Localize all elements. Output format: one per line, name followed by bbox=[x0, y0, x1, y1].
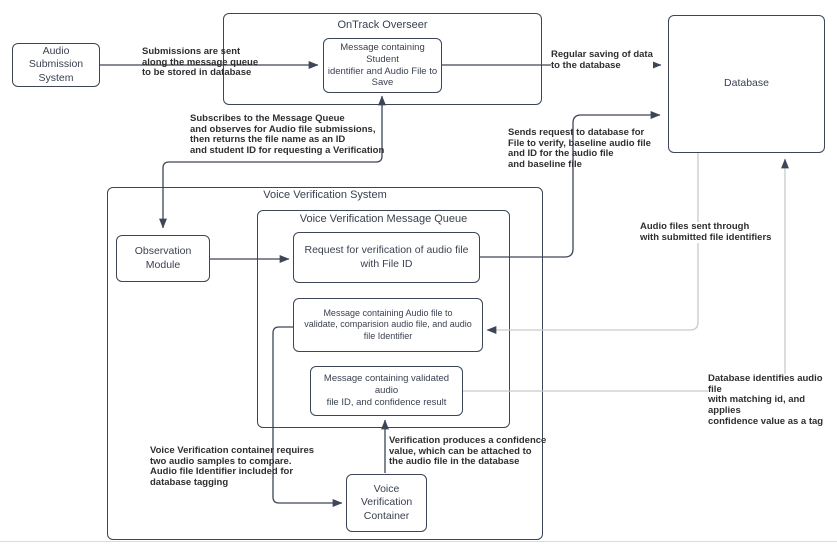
arrow-validate-message-to-container bbox=[272, 326, 343, 507]
audio-submission-system-box: Audio Submission System bbox=[12, 43, 100, 87]
label-regular-saving: Regular saving of data to the database bbox=[551, 49, 653, 72]
validated-message-box: Message containing validated audio file … bbox=[310, 366, 463, 416]
voice-verification-container-box: Voice Verification Container bbox=[346, 474, 427, 532]
arrow-validated-message-to-database bbox=[463, 158, 789, 392]
label-subscribes-message-queue: Subscribes to the Message Queue and obse… bbox=[190, 113, 385, 156]
label-container-requires: Voice Verification container requires tw… bbox=[150, 445, 315, 488]
label-submissions-sent: Submissions are sent along the message q… bbox=[142, 46, 259, 79]
database-box: Database bbox=[668, 15, 825, 153]
label-verification-produces: Verification produces a confidence value… bbox=[389, 435, 547, 468]
page-boundary-line bbox=[0, 541, 837, 542]
label-sends-request: Sends request to database for File to ve… bbox=[508, 127, 651, 170]
label-database-identifies: Database identifies audio file with matc… bbox=[708, 373, 837, 428]
validate-message-box: Message containing Audio file to validat… bbox=[293, 298, 483, 352]
request-verification-box: Request for verification of audio file w… bbox=[293, 232, 480, 283]
ontrack-overseer-title: OnTrack Overseer bbox=[337, 19, 428, 31]
arrow-request-to-database bbox=[480, 111, 661, 258]
label-audio-files-sent: Audio files sent through with submitted … bbox=[640, 221, 772, 244]
arrow-database-to-validate-message bbox=[486, 153, 699, 334]
observation-module-box: Observation Module bbox=[116, 235, 210, 282]
ontrack-message-box: Message containing Student identifier an… bbox=[323, 38, 442, 93]
arrow-ontrack-observation-bidirectional bbox=[159, 95, 386, 229]
